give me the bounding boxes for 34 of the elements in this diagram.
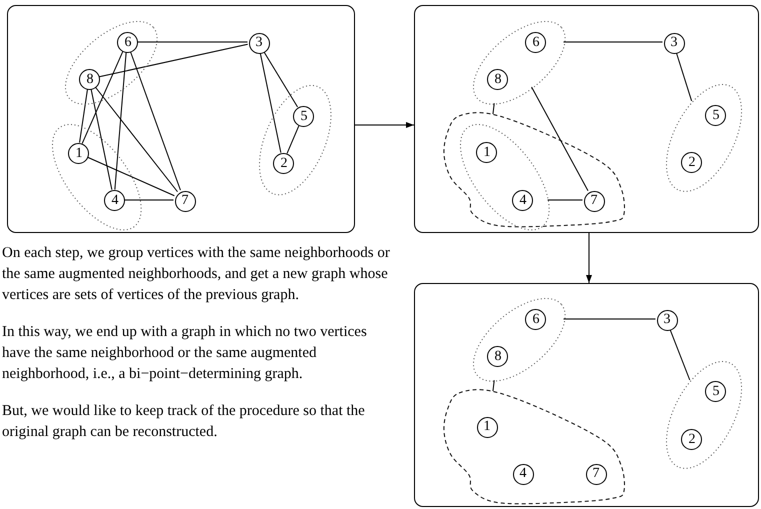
edge-line: [492, 102, 495, 115]
edge-line: [98, 44, 248, 78]
edge-line: [531, 86, 588, 192]
edge-line: [114, 52, 127, 190]
dotted-group-outline: [472, 297, 566, 383]
paragraph: In this way, we end up with a graph in which no two vertices have the same neighborhood or the same augmented neighborhood, i.e., a bi−point−determining graph.: [2, 323, 368, 384]
edge-line: [94, 86, 178, 192]
edge-line: [669, 328, 690, 380]
arrow: [586, 232, 592, 284]
panel-frame: [414, 283, 759, 507]
edge-line: [90, 88, 112, 190]
edge-line: [79, 88, 88, 144]
dashed-group-outline: [441, 111, 627, 229]
dotted-group-outline: [258, 84, 332, 196]
edge-line: [260, 52, 282, 154]
edge-line: [563, 318, 656, 320]
dotted-group-outline: [51, 122, 143, 232]
panel-frame: [414, 5, 759, 233]
dotted-group-outline: [64, 20, 158, 106]
edge-line: [286, 125, 300, 154]
arrow: [354, 122, 414, 128]
edge-line: [82, 51, 124, 144]
dotted-group-outline: [664, 83, 743, 193]
paragraph: But, we would like to keep track of the procedure so that the original graph can be reconstructed.: [2, 402, 366, 442]
panel-frame: [7, 5, 355, 233]
dashed-group-outline: [441, 388, 627, 506]
dotted-group-outline: [459, 122, 551, 232]
edge-line: [130, 51, 181, 191]
dotted-group-outline: [664, 360, 743, 470]
edge-line: [87, 156, 175, 196]
edge-line: [492, 380, 495, 392]
paragraph: On each step, we group vertices with the same neighborhoods or the same augmented neighborhoods, and get a new graph whose vertices are sets of vertices of the previous graph.: [2, 244, 391, 305]
edge-line: [676, 52, 692, 102]
dotted-group-outline: [472, 20, 566, 106]
